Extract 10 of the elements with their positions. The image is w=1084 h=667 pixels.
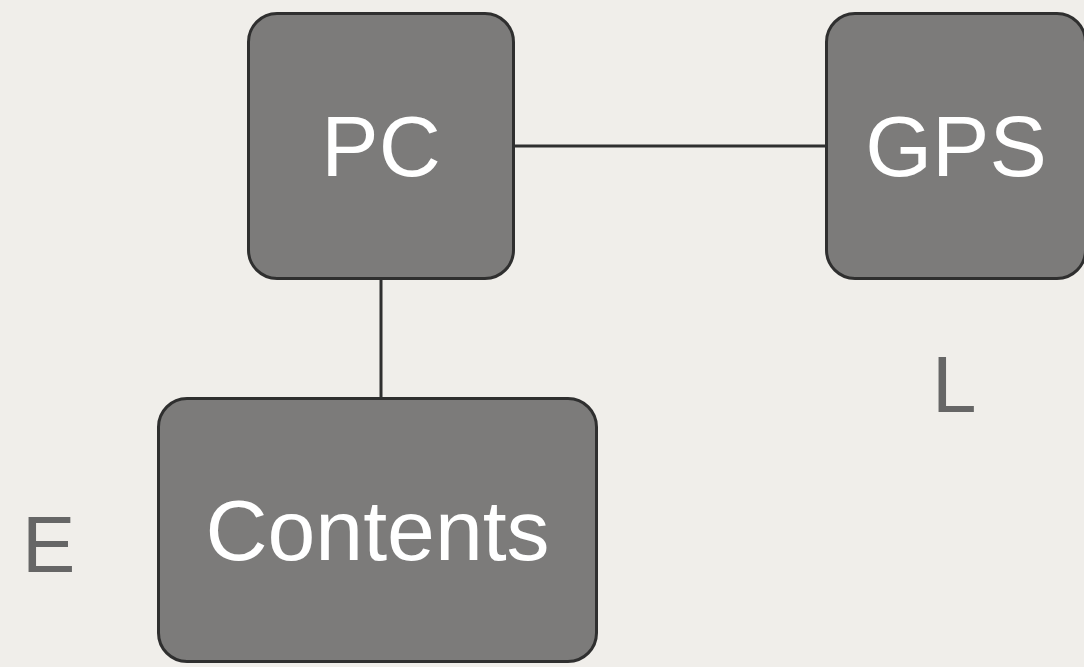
node-label: GPS: [865, 103, 1047, 189]
connector-line: [379, 280, 383, 397]
connector-line: [515, 144, 825, 148]
node-label: Contents: [205, 487, 550, 573]
letter-label: E: [22, 505, 76, 585]
letter-label: L: [932, 345, 977, 425]
rounded-box: [157, 397, 598, 663]
rounded-box: [825, 12, 1084, 280]
rounded-box: [247, 12, 515, 280]
node-label: PC: [321, 103, 441, 189]
